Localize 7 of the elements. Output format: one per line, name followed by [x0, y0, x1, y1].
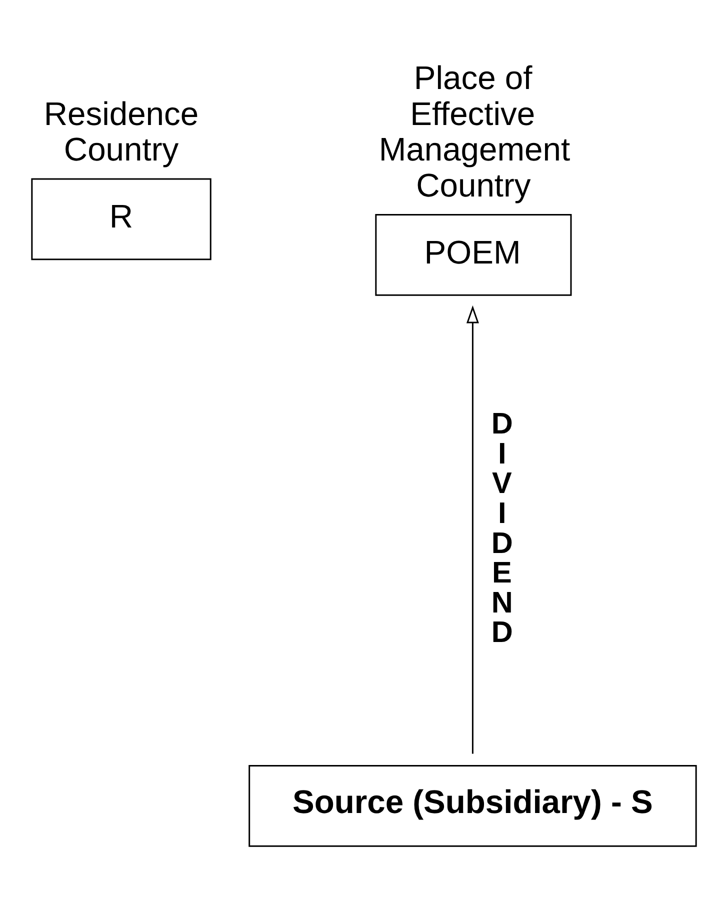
edge-label: DIVIDEND	[491, 408, 513, 650]
node-box: Source (Subsidiary) - S	[248, 764, 697, 847]
node-label: Place of Effective Management Country	[378, 59, 570, 204]
arrow	[466, 305, 479, 754]
node-box: R	[31, 178, 212, 260]
node-label: Residence Country	[44, 94, 199, 168]
node-box: POEM	[375, 214, 572, 296]
